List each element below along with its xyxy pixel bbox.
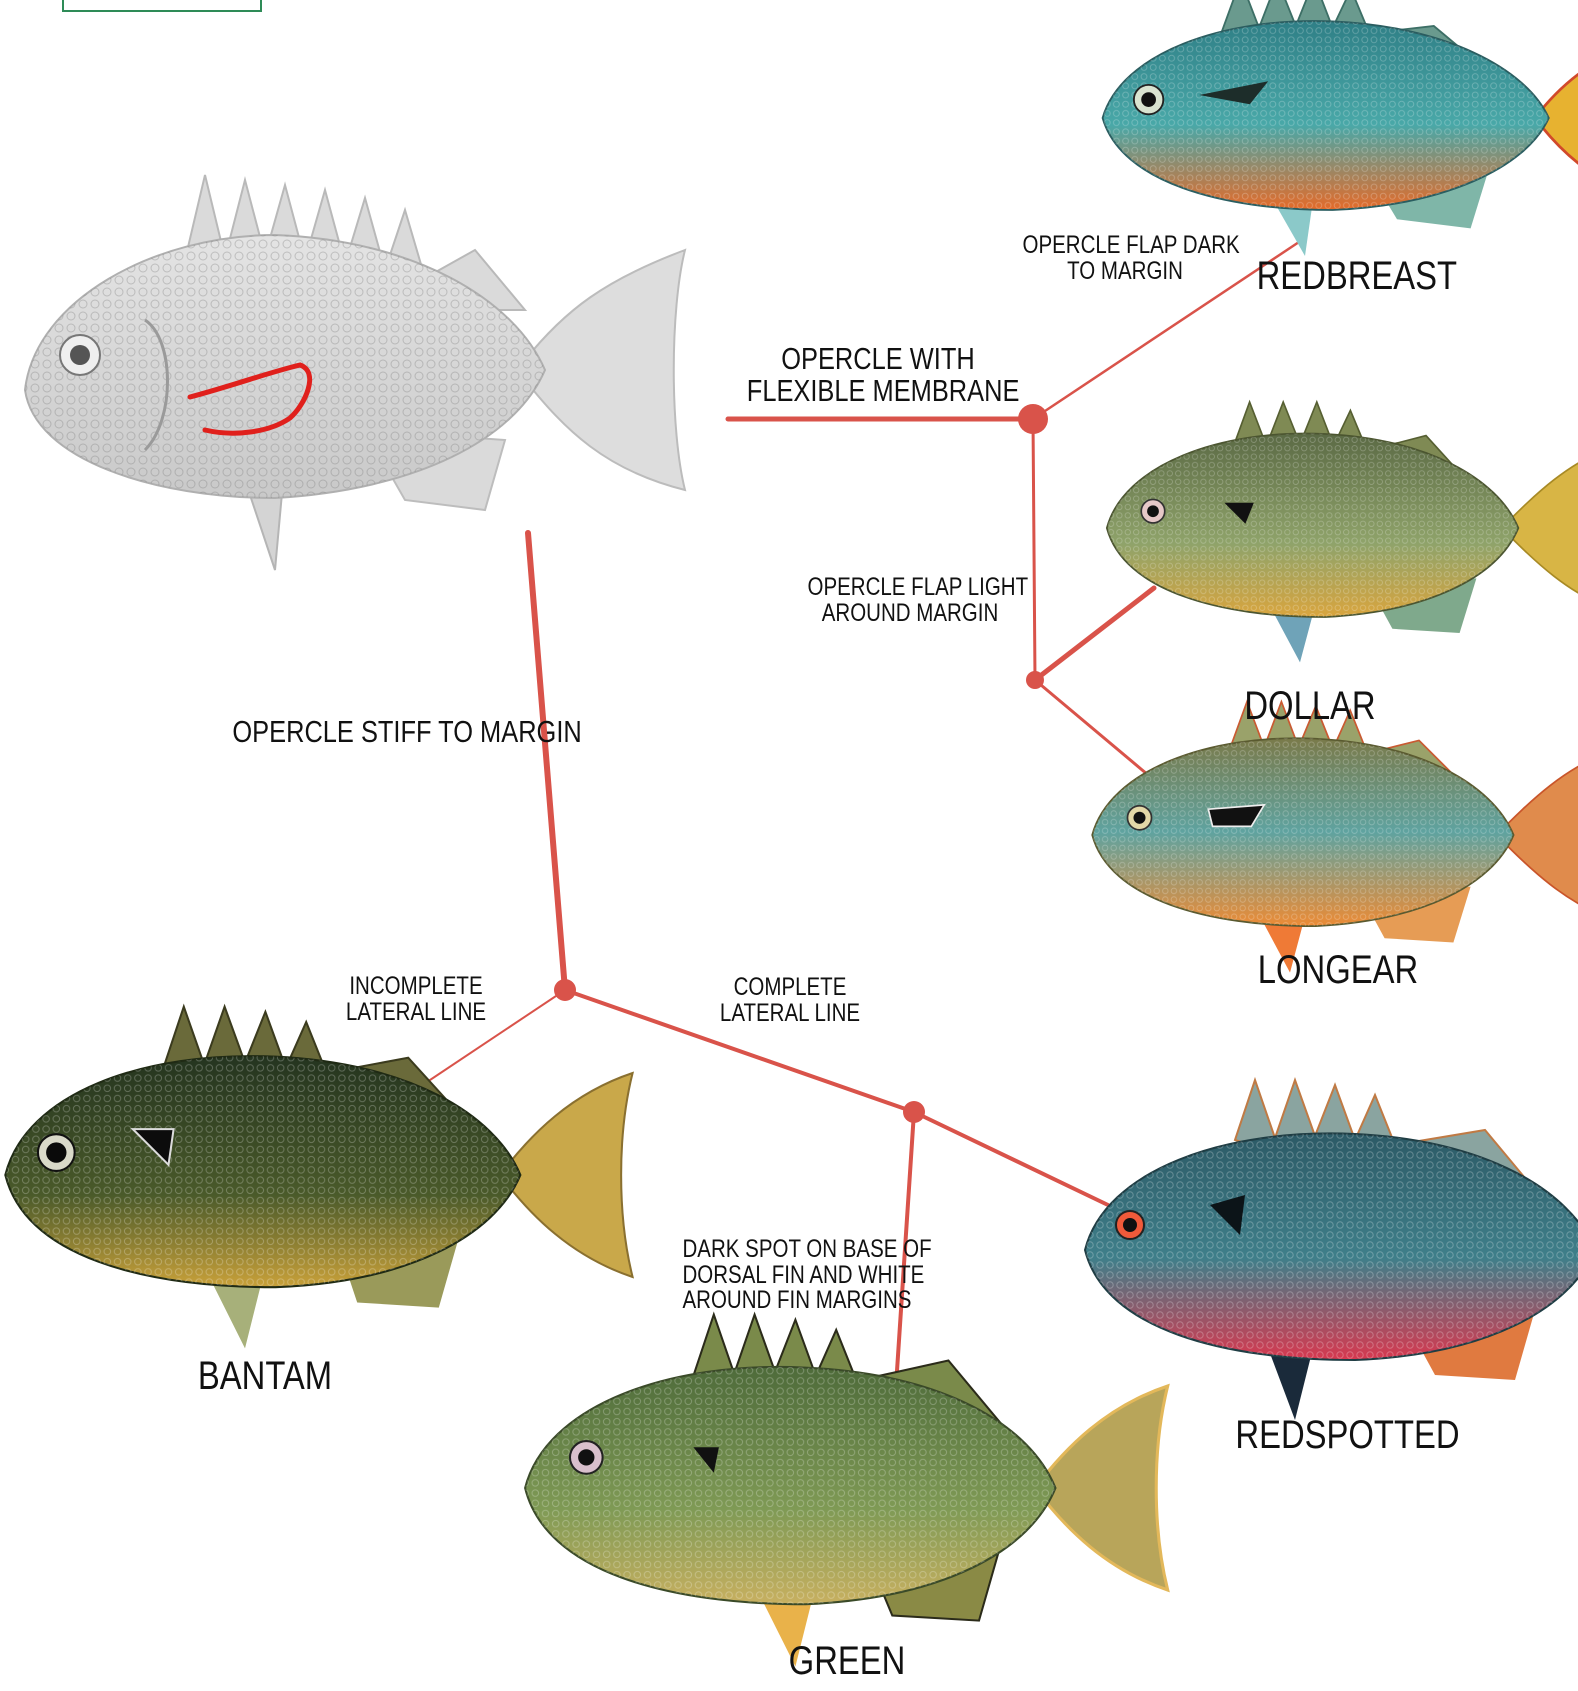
node-complete xyxy=(903,1101,925,1123)
node-stiff xyxy=(554,979,576,1001)
green-fish-image xyxy=(525,1315,1168,1667)
trait-complete-lateral: COMPLETE LATERAL LINE xyxy=(716,975,864,1026)
longear-fish-image xyxy=(1092,702,1578,973)
trait-stiff-to-margin: OPERCLE STIFF TO MARGIN xyxy=(232,716,527,748)
redbreast-fish-image xyxy=(1103,0,1578,256)
node-flexible xyxy=(1018,404,1048,434)
trait-flexible-membrane: OPERCLE WITH FLEXIBLE MEMBRANE xyxy=(747,343,1009,406)
bantam-fish-image xyxy=(5,1007,632,1349)
reference-fish-image xyxy=(25,175,685,570)
species-redbreast: REDBREAST xyxy=(1257,256,1454,297)
branch-to-redspotted xyxy=(914,1112,1108,1205)
branch-flap-light xyxy=(1033,419,1035,680)
species-redspotted: REDSPOTTED xyxy=(1235,1415,1448,1456)
species-green: GREEN xyxy=(749,1641,946,1682)
branch-stiff xyxy=(528,533,565,990)
redspotted-fish-image xyxy=(1085,1080,1578,1420)
species-longear: LONGEAR xyxy=(1240,950,1437,991)
species-bantam: BANTAM xyxy=(167,1356,364,1397)
trait-flap-dark: OPERCLE FLAP DARK TO MARGIN xyxy=(1023,233,1228,284)
trait-flap-light: OPERCLE FLAP LIGHT AROUND MARGIN xyxy=(808,575,1013,626)
trait-incomplete-lateral: INCOMPLETE LATERAL LINE xyxy=(342,974,490,1025)
node-flap-light xyxy=(1026,671,1044,689)
trait-dark-spot: DARK SPOT ON BASE OF DORSAL FIN AND WHIT… xyxy=(683,1237,888,1314)
branch-to-dollar xyxy=(1035,588,1154,680)
dollar-fish-image xyxy=(1107,402,1578,662)
species-dollar: DOLLAR xyxy=(1212,686,1409,727)
